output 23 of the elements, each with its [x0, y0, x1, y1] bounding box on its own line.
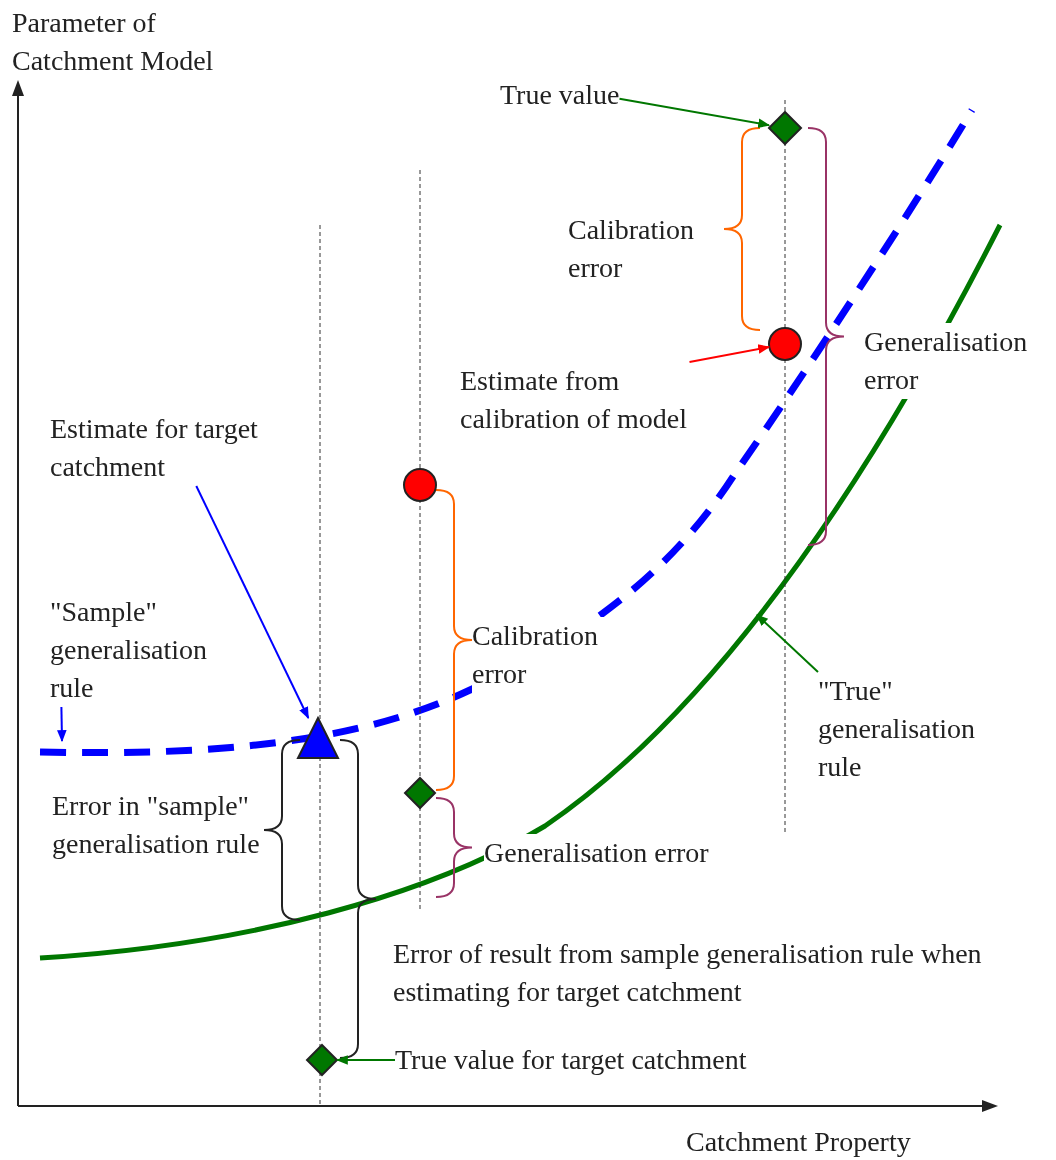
diamond-marker [403, 776, 437, 810]
brace-label: Error of result from sample generalisation rule when estimating for target catchment [393, 937, 983, 1009]
annotation-text: "True" generalisation rule [818, 672, 1008, 786]
leader-arrow [195, 485, 310, 720]
circle-marker [768, 327, 802, 361]
leader-arrow [618, 97, 771, 129]
leader-arrow [57, 706, 67, 743]
axis-title: Catchment Property [686, 1125, 911, 1159]
leader-arrow [688, 344, 771, 363]
annotation-text: "Sample" generalisation rule [50, 593, 240, 707]
leader-arrow [335, 1055, 396, 1065]
triangle-marker [296, 715, 340, 759]
diamond-marker [305, 1043, 339, 1077]
leader-arrow [756, 614, 819, 673]
brace-label: Error in "sample" generalisation rule [52, 789, 261, 861]
annotation-text: Estimate from calibration of model [460, 362, 730, 438]
diamond-marker [767, 110, 803, 146]
circle-marker [403, 468, 437, 502]
annotation-text: Estimate for target catchment [50, 410, 275, 486]
annotation-text: True value for target catchment [395, 1041, 747, 1079]
brace-label: Calibration error [568, 213, 695, 285]
annotation-text: True value [500, 76, 620, 114]
axis-title: Parameter of Catchment Model [12, 6, 215, 78]
